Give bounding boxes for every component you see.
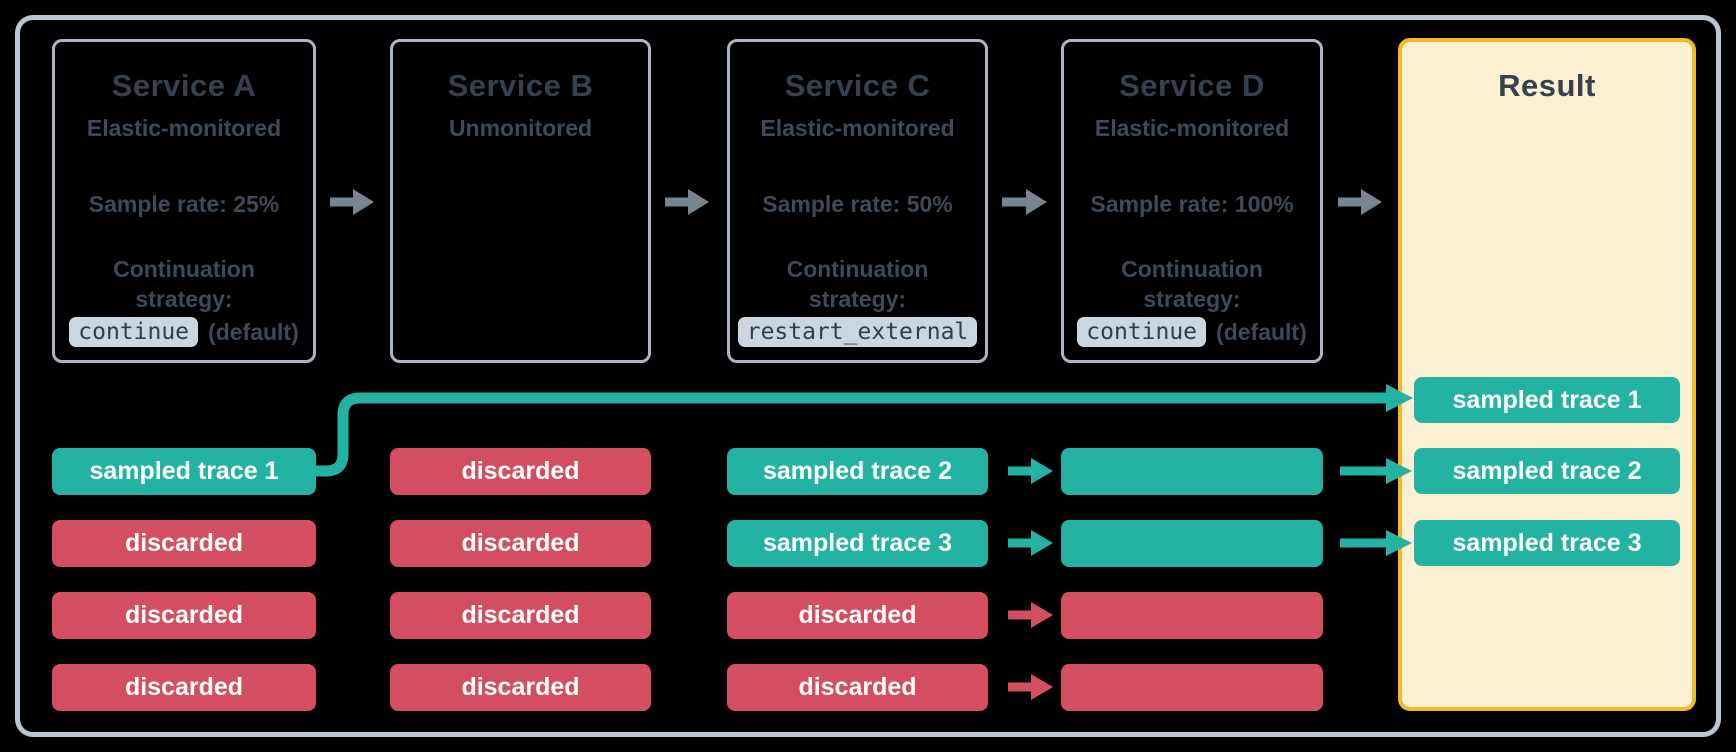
trace-pill-b2: discarded xyxy=(390,520,651,567)
service-c-title: Service C xyxy=(784,68,931,103)
trace-pill-a2: discarded xyxy=(52,520,316,567)
service-box-b: Service B Unmonitored xyxy=(390,39,651,363)
trace-pill-d4 xyxy=(1061,664,1323,711)
trace-pill-b3: discarded xyxy=(390,592,651,639)
service-c-strategy-value: restart_external xyxy=(730,317,985,347)
service-box-a: Service A Elastic-monitored Sample rate:… xyxy=(52,39,316,363)
service-a-subtitle: Elastic-monitored xyxy=(86,115,282,141)
service-a-title: Service A xyxy=(111,68,257,103)
service-d-strategy-label: Continuation strategy: xyxy=(1121,256,1263,312)
trace-pill-d3 xyxy=(1061,592,1323,639)
result-pill-sampled-trace-1: sampled trace 1 xyxy=(1414,377,1680,423)
service-c-sample-rate: Sample rate: 50% xyxy=(762,191,953,217)
trace-pill-d1 xyxy=(1061,448,1323,495)
service-b-subtitle: Unmonitored xyxy=(448,115,593,141)
result-pill-sampled-trace-3: sampled trace 3 xyxy=(1414,520,1680,566)
trace-pill-d2 xyxy=(1061,520,1323,567)
service-b-title: Service B xyxy=(447,68,594,103)
service-d-subtitle: Elastic-monitored xyxy=(1094,115,1290,141)
service-d-strategy-suffix: (default) xyxy=(1216,318,1307,345)
trace-pill-a3: discarded xyxy=(52,592,316,639)
service-a-strategy-value: continue (default) xyxy=(55,317,313,347)
outer-frame xyxy=(15,15,1721,737)
service-a-strategy-code-chip: continue xyxy=(69,317,199,347)
trace-pill-c2: sampled trace 3 xyxy=(727,520,988,567)
service-d-title: Service D xyxy=(1119,68,1265,103)
service-c-strategy-label: Continuation strategy: xyxy=(786,256,929,312)
service-d-sample-rate: Sample rate: 100% xyxy=(1090,191,1294,217)
service-a-sample-rate: Sample rate: 25% xyxy=(88,191,280,217)
service-c-strategy-code-chip: restart_external xyxy=(737,317,978,347)
service-a-strategy-label: Continuation strategy: xyxy=(113,256,255,312)
trace-pill-c1: sampled trace 2 xyxy=(727,448,988,495)
trace-pill-c3: discarded xyxy=(727,592,988,639)
trace-pill-b1: discarded xyxy=(390,448,651,495)
service-box-c: Service C Elastic-monitored Sample rate:… xyxy=(727,39,988,363)
service-c-subtitle: Elastic-monitored xyxy=(760,115,955,141)
result-box: Result xyxy=(1398,38,1696,711)
service-d-strategy-value: continue (default) xyxy=(1064,317,1320,347)
service-box-d: Service D Elastic-monitored Sample rate:… xyxy=(1061,39,1323,363)
service-d-strategy-code-chip: continue xyxy=(1077,317,1207,347)
result-pill-sampled-trace-2: sampled trace 2 xyxy=(1414,448,1680,494)
trace-pill-b4: discarded xyxy=(390,664,651,711)
trace-pill-a4: discarded xyxy=(52,664,316,711)
result-title: Result xyxy=(1498,68,1596,103)
service-a-strategy-suffix: (default) xyxy=(208,318,299,345)
trace-pill-a1: sampled trace 1 xyxy=(52,448,316,495)
trace-pill-c4: discarded xyxy=(727,664,988,711)
